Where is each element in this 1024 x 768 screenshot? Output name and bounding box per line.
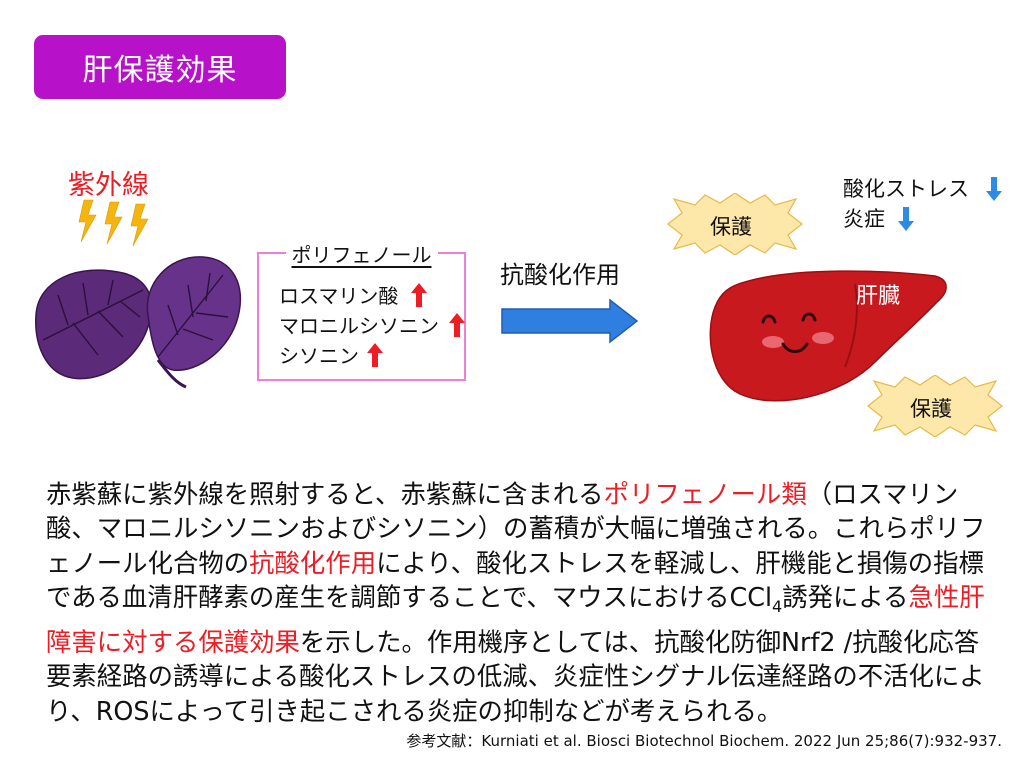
liver-icon bbox=[709, 270, 947, 402]
right-arrow-icon bbox=[501, 298, 639, 344]
down-arrow-icon bbox=[897, 207, 914, 231]
perilla-leaf-icon bbox=[35, 256, 242, 389]
polyphenol-item: マロニルシソニン bbox=[279, 310, 466, 339]
lightning-icon bbox=[78, 199, 149, 247]
polyphenol-item: シソニン bbox=[279, 340, 384, 369]
uv-label: 紫外線 bbox=[68, 170, 149, 201]
effect-inflammation: 炎症 bbox=[843, 203, 914, 233]
starburst-icon bbox=[867, 375, 1003, 437]
polyphenol-box: ポリフェノール ロスマリン酸 マロニルシソニン シソニン bbox=[257, 243, 466, 381]
antioxidant-label: 抗酸化作用 bbox=[500, 261, 620, 289]
protection-label: 保護 bbox=[710, 215, 752, 239]
up-arrow-icon bbox=[449, 313, 466, 337]
effect-oxidative-stress: 酸化ストレス bbox=[843, 173, 1002, 203]
body-paragraph: 赤紫蘇に紫外線を照射すると、赤紫蘇に含まれるポリフェノール類（ロスマリン酸、マロ… bbox=[46, 479, 986, 726]
polyphenol-item: ロスマリン酸 bbox=[279, 280, 427, 309]
polyphenol-heading: ポリフェノール bbox=[259, 239, 464, 268]
reference: 参考文献：Kurniati et al. Biosci Biotechnol B… bbox=[406, 732, 1002, 750]
protection-label: 保護 bbox=[910, 397, 952, 421]
page-title: 肝保護効果 bbox=[34, 35, 286, 99]
up-arrow-icon bbox=[410, 283, 427, 307]
starburst-icon bbox=[667, 193, 803, 255]
liver-label: 肝臓 bbox=[856, 284, 901, 309]
up-arrow-icon bbox=[367, 343, 384, 367]
highlight-liver-protection: 急性肝障害に対する保護効果 bbox=[46, 582, 985, 657]
highlight-antioxidant: 抗酸化作用 bbox=[249, 547, 377, 578]
highlight-polyphenols: ポリフェノール類 bbox=[603, 479, 807, 509]
down-arrow-icon bbox=[985, 177, 1002, 201]
